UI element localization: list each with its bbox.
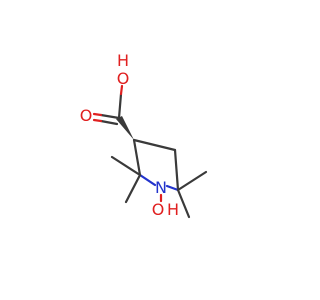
atom-label-o-carbonyl: O: [80, 106, 93, 125]
bond-carboxyl-c-o-double-2: [99, 119, 119, 126]
bond-c4-c5: [173, 148, 180, 192]
atom-label-n-ring: N: [155, 178, 167, 197]
bond-c2-methyl-b: [124, 173, 142, 204]
bond-carboxyl-oh-c: [117, 92, 123, 120]
bond-c2-methyl-a: [110, 155, 142, 177]
atom-label-o-acid: O: [117, 69, 130, 88]
bond-carboxyl-c-o-double-1: [99, 113, 121, 120]
bond-c2-c3: [132, 138, 142, 177]
atom-label-h-hydroxy: H: [167, 200, 179, 219]
bond-c5-n1: [165, 184, 180, 192]
bond-c5-methyl-b: [176, 188, 191, 219]
bond-c3-c4: [132, 138, 177, 152]
atom-label-o-hydroxy: O: [152, 200, 165, 219]
bond-c3-carboxyl-wedge: [116, 116, 134, 140]
bond-carboxyl-oh-o: [119, 84, 124, 96]
atom-label-h-acid: H: [117, 51, 129, 70]
bond-carboxyl-c-o-double-1b: [92, 112, 103, 117]
molecule-structure: O O H N O H: [80, 51, 208, 219]
bond-c5-methyl-a: [176, 170, 208, 192]
bond-carboxyl-c-o-double-2b: [92, 118, 103, 123]
bond-c2-n1: [138, 173, 157, 187]
